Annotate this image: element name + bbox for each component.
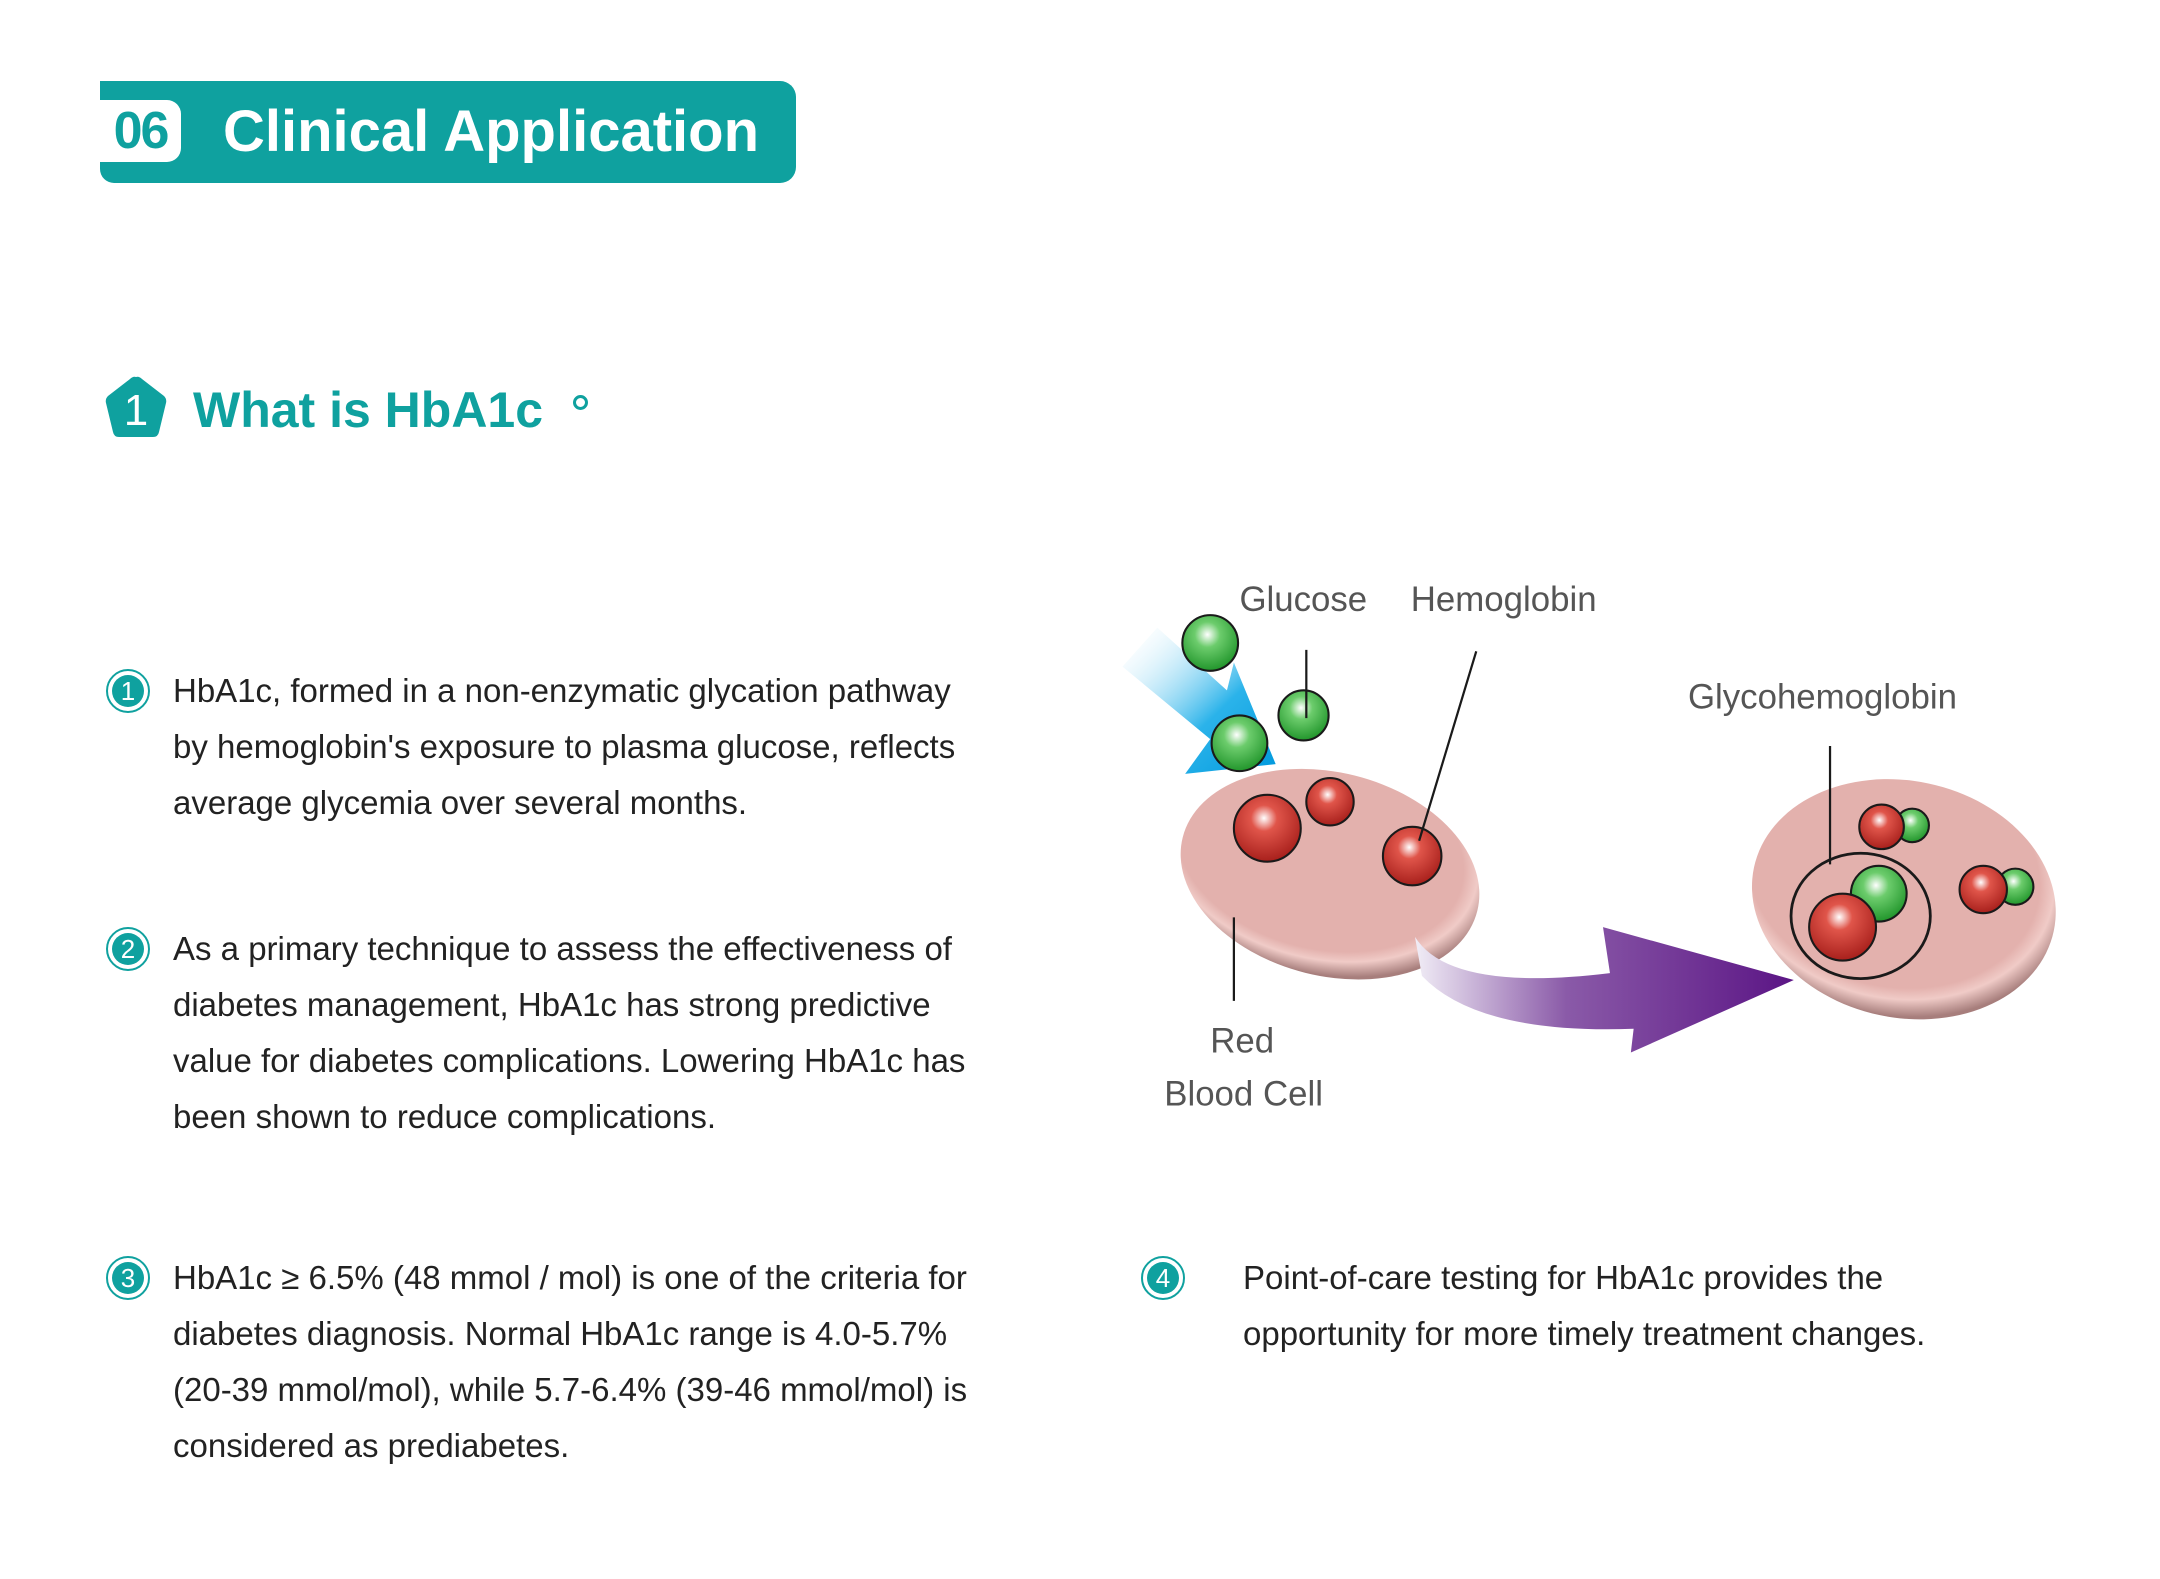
section-header-banner: 06 Clinical Application [100, 81, 796, 183]
text-line: value for diabetes complications. Loweri… [173, 1042, 966, 1079]
item-number: 2 [112, 933, 144, 965]
glycohemoglobin-molecules [1789, 803, 2035, 981]
transform-arrow-icon [1414, 927, 1794, 1053]
red-blood-cell-label-line1: Red [1210, 1021, 1274, 1060]
text-line: diabetes diagnosis. Normal HbA1c range i… [173, 1315, 948, 1352]
glucose-molecules [1181, 614, 1330, 773]
pentagon-badge-icon: 1 [103, 374, 169, 440]
subsection-title: What is HbA1c [193, 382, 544, 438]
item-text: Point-of-care testing for HbA1c provides… [1243, 1250, 1925, 1362]
number-circle-icon: 3 [106, 1256, 150, 1300]
hemoglobin-label: Hemoglobin [1411, 580, 1597, 619]
item-text: HbA1c, formed in a non-enzymatic glycati… [173, 663, 955, 831]
chapter-number: 06 [100, 100, 181, 162]
item-text: HbA1c ≥ 6.5% (48 mmol / mol) is one of t… [173, 1250, 967, 1474]
leader-lines [1232, 649, 1832, 1001]
number-circle-icon: 4 [1141, 1256, 1185, 1300]
item-number: 1 [112, 675, 144, 707]
red-blood-cell-label-line2: Blood Cell [1164, 1074, 1323, 1113]
circle-marker-icon [573, 395, 588, 410]
number-circle-icon: 2 [106, 927, 150, 971]
text-line: opportunity for more timely treatment ch… [1243, 1315, 1926, 1352]
chapter-title: Clinical Application [223, 99, 760, 164]
item-number: 4 [1147, 1262, 1179, 1294]
text-line: HbA1c, formed in a non-enzymatic glycati… [173, 672, 951, 709]
number-circle-icon: 1 [106, 669, 150, 713]
text-line: average glycemia over several months. [173, 784, 748, 821]
hemoglobin-molecules [1232, 777, 1443, 887]
subsection-number: 1 [123, 386, 149, 435]
text-line: As a primary technique to assess the eff… [173, 930, 952, 967]
text-line: by hemoglobin's exposure to plasma gluco… [173, 728, 956, 765]
text-line: been shown to reduce complications. [173, 1098, 716, 1135]
text-line: diabetes management, HbA1c has strong pr… [173, 986, 931, 1023]
item-text: As a primary technique to assess the eff… [173, 921, 965, 1145]
text-line: Point-of-care testing for HbA1c provides… [1243, 1259, 1884, 1296]
text-line: (20-39 mmol/mol), while 5.7-6.4% (39-46 … [173, 1371, 968, 1408]
glycohemoglobin-label: Glycohemoglobin [1688, 677, 1957, 716]
text-line: considered as prediabetes. [173, 1427, 570, 1464]
item-number: 3 [112, 1262, 144, 1294]
hba1c-formation-diagram: Glucose Hemoglobin Red Blood Cell Glycoh… [1122, 580, 2056, 1113]
glucose-label: Glucose [1239, 580, 1367, 619]
text-line: HbA1c ≥ 6.5% (48 mmol / mol) is one of t… [173, 1259, 967, 1296]
